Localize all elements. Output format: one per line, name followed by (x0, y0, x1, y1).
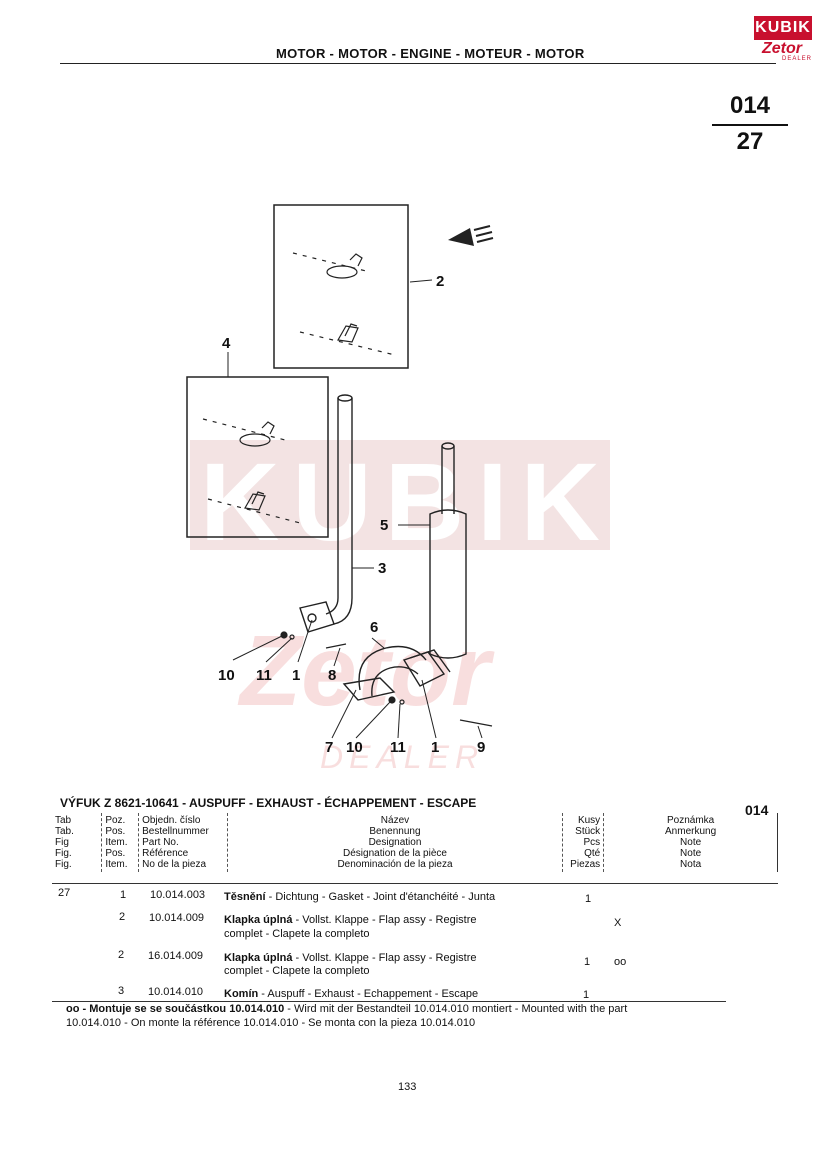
code-divider (712, 124, 788, 126)
kubik-zetor-logo: KUBIK Zetor DEALER (754, 16, 812, 64)
exhaust-exploded-diagram: KUBIK Zetor DEALER (186, 204, 610, 775)
row-name: Klapka úplná - Vollst. Klappe - Flap ass… (224, 952, 477, 964)
footnote-line-2: 10.014.010 - On monte la référence 10.01… (66, 1017, 476, 1029)
callout-1-left: 1 (292, 667, 300, 684)
row-name-cont: complet - Clapete la completo (224, 965, 370, 977)
callout-6: 6 (370, 619, 378, 636)
logo-sub: Zetor (762, 40, 802, 57)
watermark-sub: Zetor (237, 615, 495, 727)
callout-5: 5 (380, 517, 388, 534)
callout-1-right: 1 (431, 739, 439, 756)
exhaust-pipe-3 (299, 394, 353, 633)
row-tab: 27 (58, 887, 71, 899)
header-divider (60, 63, 776, 64)
page-number: 133 (398, 1081, 417, 1093)
row-part-no: 10.014.003 (150, 889, 206, 901)
table-header-rule (52, 883, 778, 884)
col-pos: Poz.Pos.Item.Pos.Item. (101, 813, 139, 872)
row-pos: 2 (119, 911, 126, 923)
row-pos: 2 (118, 949, 125, 961)
row-pos: 3 (118, 985, 125, 997)
section-title: VÝFUK Z 8621-10641 - AUSPUFF - EXHAUST -… (60, 796, 477, 810)
callout-10-left: 10 (218, 667, 235, 684)
callout-10-right: 10 (346, 739, 363, 756)
callout-2: 2 (436, 273, 444, 290)
row-part-no: 10.014.009 (149, 912, 205, 924)
watermark-brand: KUBIK (200, 441, 600, 564)
group-code: 014 (729, 92, 771, 119)
row-qty: 1 (585, 893, 592, 905)
figure-code: 27 (736, 128, 764, 155)
footnote-line-1: oo - Montuje se se součástkou 10.014.010… (66, 1003, 628, 1015)
row-qty: 1 (584, 956, 591, 968)
kubik-watermark: KUBIK Zetor DEALER (190, 440, 610, 775)
logo-brand: KUBIK (754, 16, 812, 40)
table-bottom-rule (52, 1001, 726, 1002)
row-part-no: 10.014.010 (148, 986, 204, 998)
flap-assy-box-2 (273, 204, 409, 369)
callout-11-left: 11 (256, 667, 272, 684)
row-qty: 1 (583, 989, 590, 1001)
row-name: Komín - Auspuff - Exhaust - Echappement … (224, 988, 479, 1000)
row-name: Těsnění - Dichtung - Gasket - Joint d'ét… (224, 891, 496, 903)
callout-8: 8 (328, 667, 336, 684)
page-title: MOTOR - MOTOR - ENGINE - MOTEUR - MOTOR (276, 46, 585, 61)
row-name: Klapka úplná - Vollst. Klappe - Flap ass… (224, 914, 477, 926)
flap-assy-box-4 (186, 376, 329, 538)
muffler-5 (429, 442, 467, 659)
callout-3: 3 (378, 560, 386, 577)
callout-7: 7 (325, 739, 333, 756)
row-part-no: 16.014.009 (148, 950, 204, 962)
callout-9: 9 (477, 739, 485, 756)
direction-arrow (448, 225, 494, 246)
logo-tag: DEALER (782, 56, 813, 62)
watermark-tag: DEALER (320, 739, 484, 775)
callout-4: 4 (222, 335, 231, 352)
row-pos: 1 (120, 889, 127, 901)
callout-11-right: 11 (390, 739, 406, 756)
row-name-cont: complet - Clapete la completo (224, 928, 370, 940)
row-note: X (614, 917, 622, 929)
row-note: oo (614, 956, 627, 968)
